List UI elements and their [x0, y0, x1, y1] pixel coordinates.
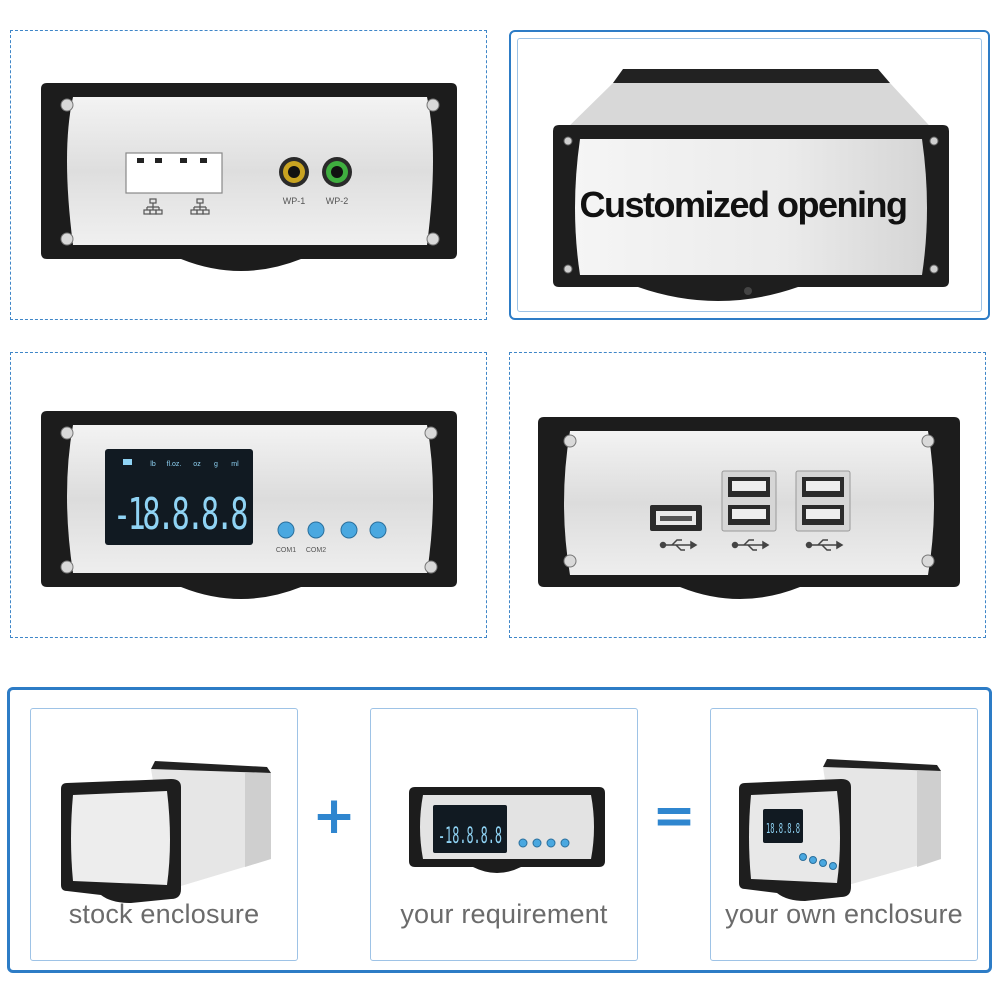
lcd-unit-lb: lb	[150, 461, 156, 468]
lcd-reading: -18.8.8.8	[113, 489, 247, 540]
usb-port-single	[650, 505, 702, 531]
plus-icon: +	[312, 786, 356, 846]
your-own-enclosure-label: your own enclosure	[725, 899, 963, 929]
panel-lcd-display: lb fl.oz. oz g ml -18.8.8.8 COM1 COM2	[10, 352, 487, 638]
stock-enclosure-label: stock enclosure	[68, 899, 260, 929]
port-label-com1: COM1	[276, 547, 296, 554]
requirement-panel-render: -18.8.8.8	[409, 787, 605, 873]
screw-icon	[60, 98, 440, 246]
your-requirement-label: your requirement	[400, 899, 608, 929]
usb-front-panel	[538, 417, 960, 599]
panel-buttons	[799, 853, 837, 870]
lcd-unit-oz: oz	[193, 461, 201, 468]
button-1[interactable]	[277, 521, 295, 539]
button-3[interactable]	[340, 521, 358, 539]
equals-icon: =	[652, 786, 696, 846]
lcd-unit-ml: ml	[231, 461, 239, 468]
customized-opening-caption: Customized opening	[580, 184, 907, 225]
jack-label-2: WP-2	[326, 196, 349, 206]
combination-strip: stock enclosure + -18.8.8.8 your require…	[7, 687, 992, 973]
port-label-com2: COM2	[306, 547, 326, 554]
enclosure-3d-render: Customized opening	[553, 69, 949, 301]
network-front-panel: WP-1 WP-2	[41, 83, 457, 271]
screw-icon	[563, 136, 939, 274]
usb-port-double	[721, 470, 777, 532]
screw-icon	[563, 434, 935, 568]
panel-buttons	[518, 838, 570, 848]
audio-jack-icon	[279, 157, 352, 187]
lcd-front-panel: lb fl.oz. oz g ml -18.8.8.8 COM1 COM2	[41, 411, 457, 599]
panel-usb-ports	[509, 352, 986, 638]
button-2[interactable]	[307, 521, 325, 539]
cell-your-own-enclosure: 18.8.8.8 your own enclosure	[710, 708, 978, 961]
usb-port-double	[795, 470, 851, 532]
lcd-screen	[105, 449, 253, 545]
panel-network-ports: WP-1 WP-2	[10, 30, 487, 320]
requirement-lcd-reading: -18.8.8.8	[438, 824, 502, 849]
stock-enclosure-render	[61, 761, 271, 903]
lcd-unit-g: g	[214, 461, 218, 468]
usb-icon	[659, 539, 844, 551]
own-enclosure-lcd-reading: 18.8.8.8	[766, 822, 800, 837]
panel-buttons	[277, 521, 387, 539]
cell-stock-enclosure: stock enclosure	[30, 708, 298, 961]
network-icon	[143, 198, 210, 215]
cell-your-requirement: -18.8.8.8 your requirement	[370, 708, 638, 961]
panel-customized-opening: Customized opening	[509, 30, 990, 320]
screw-icon	[60, 426, 438, 574]
jack-label-1: WP-1	[283, 196, 306, 206]
button-4[interactable]	[369, 521, 387, 539]
lcd-unit-floz: fl.oz.	[167, 461, 182, 468]
own-enclosure-render: 18.8.8.8	[739, 759, 941, 901]
